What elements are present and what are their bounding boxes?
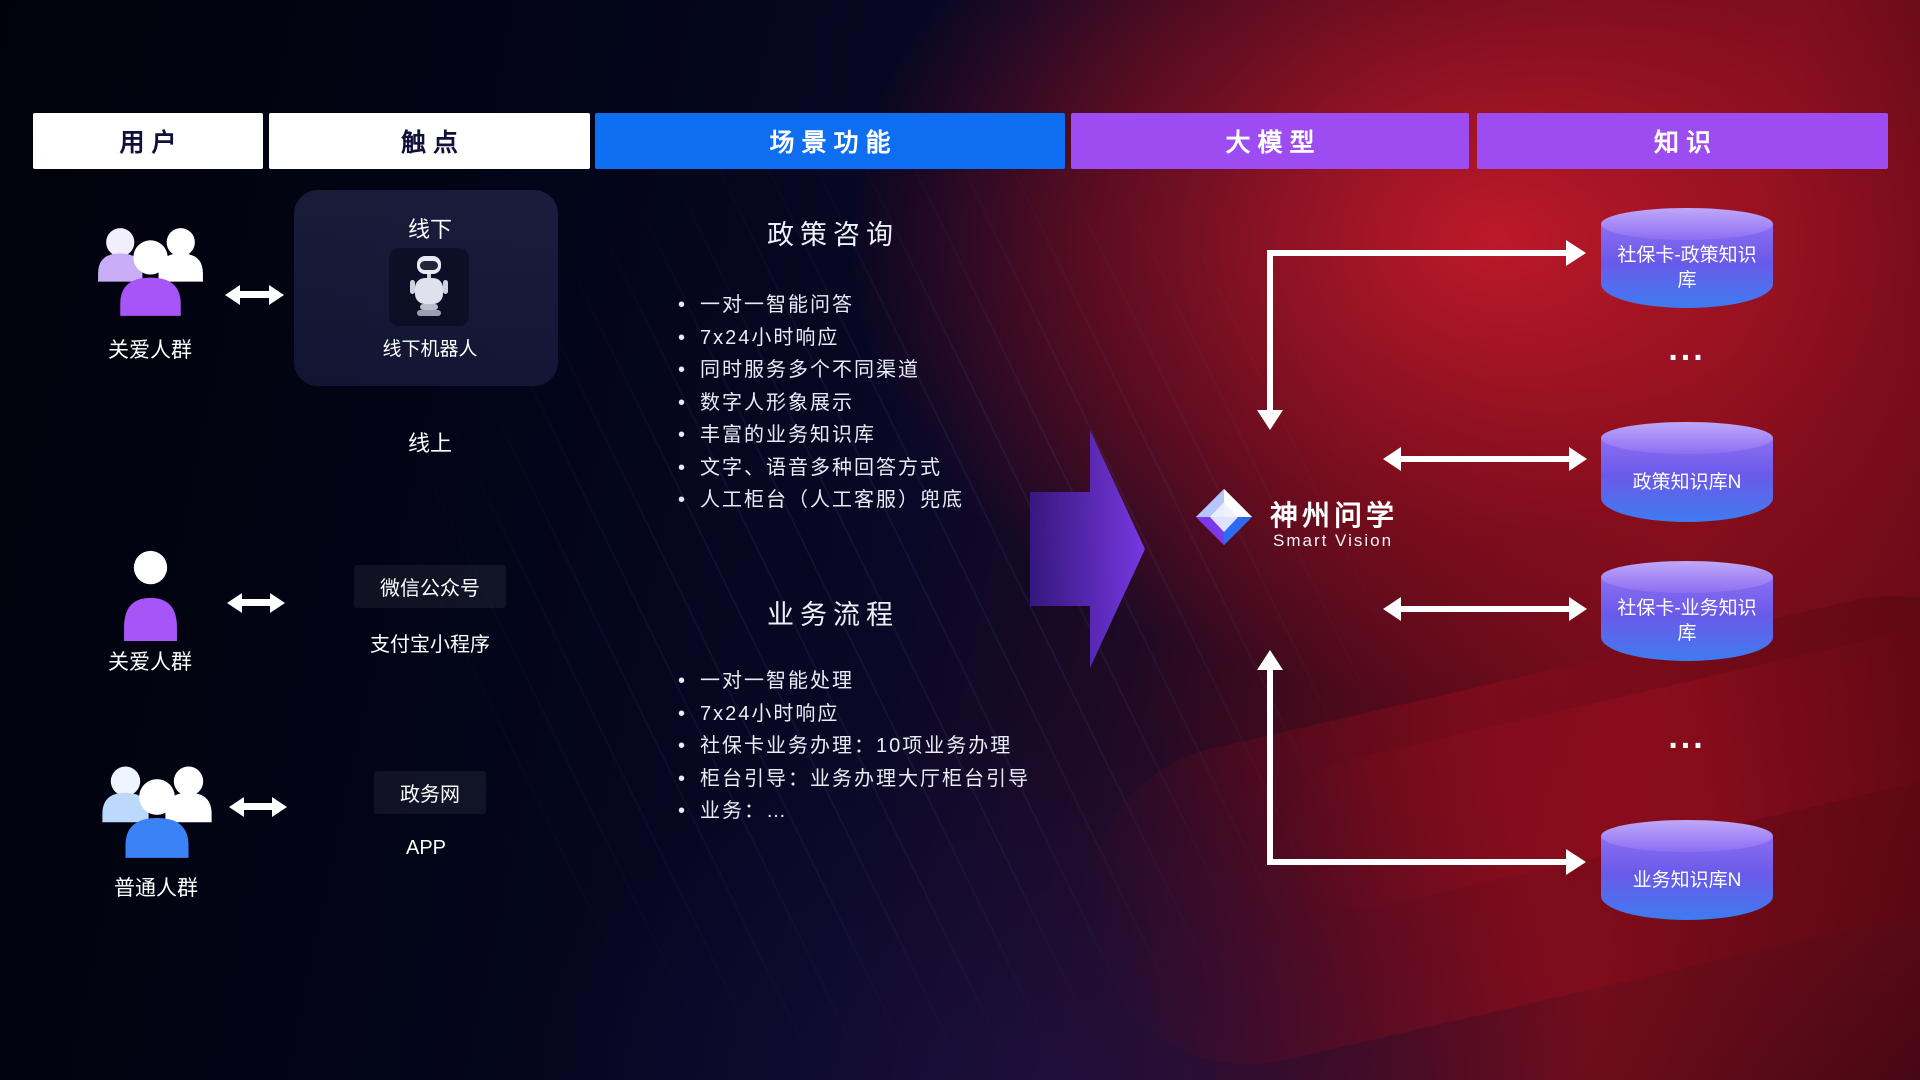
- db-label: 社保卡-业务知识库: [1617, 598, 1757, 644]
- column-header-scenarios: 场景功能: [595, 113, 1065, 169]
- offline-title: 线下: [407, 217, 453, 242]
- business-bullet-list: 一对一智能处理 7x24小时响应 社保卡业务办理：10项业务办理 柜台引导：业务…: [676, 665, 1076, 828]
- arrowhead-right-icon: [1566, 849, 1586, 875]
- bullet-item: 柜台引导：业务办理大厅柜台引导: [676, 763, 1076, 796]
- column-header-knowledge: 知识: [1477, 113, 1888, 169]
- database-icon: [1601, 422, 1773, 454]
- bullet-item: 文字、语音多种回答方式: [676, 452, 1076, 485]
- knowledge-db-policy-n: 政策知识库N: [1601, 422, 1773, 522]
- model-name: 神州问学: [1270, 500, 1399, 531]
- bullet-item: 人工柜台（人工客服）兜底: [676, 484, 1076, 517]
- group-people-icon: [90, 217, 211, 323]
- bullet-item: 一对一智能问答: [676, 289, 1076, 322]
- big-flow-arrow-icon: [1030, 430, 1145, 673]
- bidirectional-arrow-icon: [244, 803, 272, 810]
- arrowhead-up-icon: [1257, 650, 1283, 670]
- db-label: 业务知识库N: [1632, 869, 1742, 891]
- ellipsis-more: ...: [1668, 330, 1706, 368]
- model-subtitle: Smart Vision: [1273, 531, 1394, 550]
- db-label: 社保卡-政策知识库: [1617, 245, 1757, 291]
- touchpoint-alipay: 支付宝小程序: [370, 634, 490, 656]
- bullet-item: 社保卡业务办理：10项业务办理: [676, 730, 1076, 763]
- database-icon: [1601, 820, 1773, 852]
- single-person-icon: [121, 547, 180, 646]
- ellipsis-more: ...: [1668, 718, 1706, 756]
- connector-line: [1267, 250, 1273, 412]
- user-group-label: 关爱人群: [108, 651, 192, 674]
- bullet-item: 业务：…: [676, 795, 1076, 828]
- scenario-title-policy: 政策咨询: [767, 220, 899, 250]
- database-icon: [1601, 208, 1773, 240]
- database-icon: [1601, 561, 1773, 593]
- knowledge-db-business-n: 业务知识库N: [1601, 820, 1773, 920]
- group-people-icon: [94, 755, 220, 865]
- online-title: 线上: [407, 431, 453, 456]
- user-group-label: 关爱人群: [108, 339, 192, 362]
- column-header-touchpoints: 触点: [269, 113, 590, 169]
- bullet-item: 一对一智能处理: [676, 665, 1076, 698]
- bullet-item: 丰富的业务知识库: [676, 419, 1076, 452]
- connector-line: [1267, 859, 1568, 865]
- connector-line: [1267, 250, 1568, 256]
- knowledge-db-social-business: 社保卡-业务知识库: [1601, 561, 1773, 661]
- knowledge-db-social-policy: 社保卡-政策知识库: [1601, 208, 1773, 308]
- bullet-item: 数字人形象展示: [676, 387, 1076, 420]
- bidirectional-arrow-icon: [1400, 456, 1570, 462]
- user-group-label: 普通人群: [114, 877, 198, 900]
- bullet-item: 7x24小时响应: [676, 698, 1076, 731]
- policy-bullet-list: 一对一智能问答 7x24小时响应 同时服务多个不同渠道 数字人形象展示 丰富的业…: [676, 289, 1076, 517]
- touchpoint-gov-web: 政务网: [374, 771, 486, 814]
- touchpoint-app: APP: [405, 837, 447, 859]
- arrowhead-down-icon: [1257, 410, 1283, 430]
- bidirectional-arrow-icon: [242, 599, 270, 606]
- bullet-item: 7x24小时响应: [676, 322, 1076, 355]
- db-label: 政策知识库N: [1632, 471, 1742, 493]
- bullet-item: 同时服务多个不同渠道: [676, 354, 1076, 387]
- scenario-title-business: 业务流程: [767, 600, 899, 630]
- column-header-model: 大模型: [1071, 113, 1469, 169]
- bidirectional-arrow-icon: [1400, 606, 1570, 612]
- arrowhead-right-icon: [1566, 240, 1586, 266]
- diamond-logo-icon: [1194, 487, 1254, 552]
- column-header-users: 用户: [33, 113, 263, 169]
- robot-icon: [389, 248, 469, 326]
- connector-line: [1267, 668, 1273, 865]
- touchpoint-wechat: 微信公众号: [354, 565, 506, 608]
- bidirectional-arrow-icon: [240, 291, 269, 298]
- offline-robot-caption: 线下机器人: [382, 339, 478, 360]
